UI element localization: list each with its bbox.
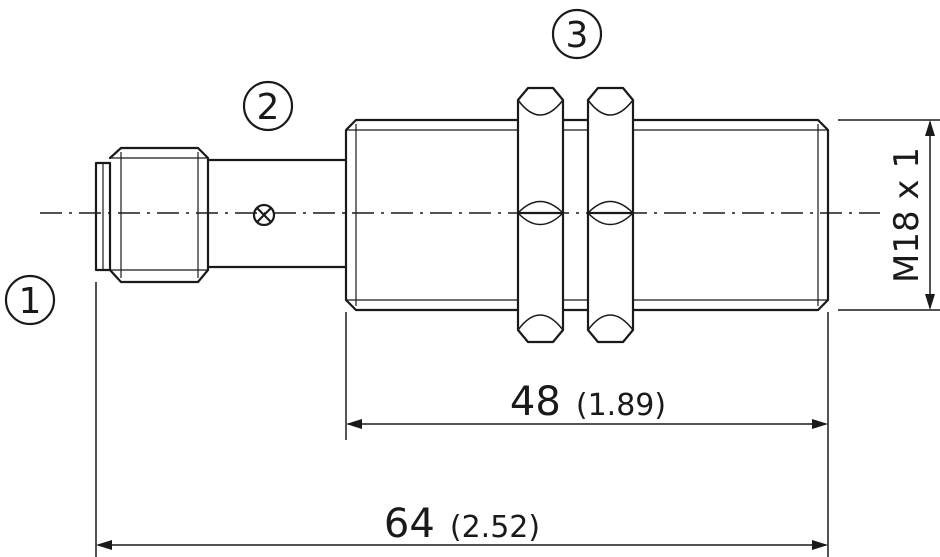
- callout-1: 1: [4, 274, 56, 326]
- mounting-nut-1: [516, 86, 565, 344]
- svg-text:64 (2.52): 64 (2.52): [384, 501, 540, 547]
- thread-dimension: M18 x 1: [838, 119, 940, 311]
- callout-3: 3: [551, 8, 603, 60]
- connector-plug: [94, 146, 210, 284]
- svg-text:48 (1.89): 48 (1.89): [510, 379, 666, 425]
- total-length-dimension: 64 (2.52): [96, 501, 828, 550]
- callout-2-label: 2: [257, 87, 280, 128]
- callout-3-label: 3: [566, 15, 589, 56]
- body-length-value: 48: [510, 379, 561, 425]
- sensor-neck: [206, 158, 348, 269]
- thread-label: M18 x 1: [887, 147, 927, 283]
- led-indicator-icon: [252, 203, 276, 227]
- mounting-nut-2: [586, 86, 635, 344]
- callout-1-label: 1: [19, 281, 42, 322]
- total-length-inch: (2.52): [450, 510, 540, 545]
- total-length-value: 64: [384, 501, 435, 547]
- callout-2: 2: [242, 80, 294, 132]
- body-length-inch: (1.89): [576, 388, 666, 423]
- body-length-dimension: 48 (1.89): [346, 379, 828, 429]
